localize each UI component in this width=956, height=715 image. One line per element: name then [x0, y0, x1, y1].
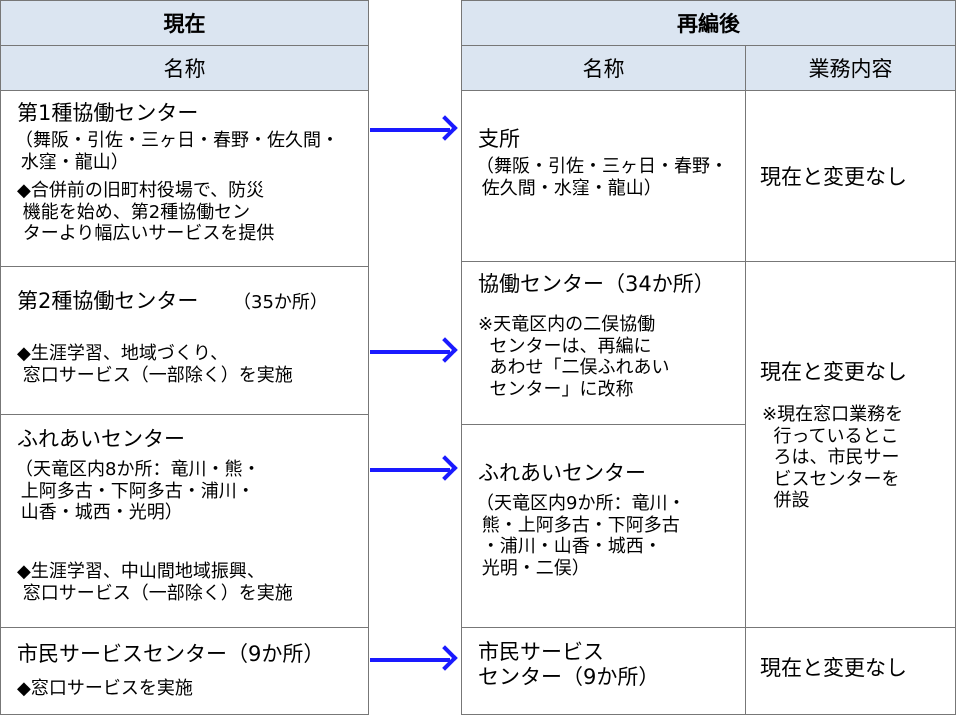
current-name-header: 名称 — [0, 45, 369, 91]
after-row-2: 協働センター（34か所） ※天竜区内の二俣協働 センターは、再編に あわせ「二俣… — [461, 261, 746, 425]
row-title: 協働センター（34か所） — [478, 272, 715, 296]
row-detail: ※天竜区内の二俣協働 センターは、再編に あわせ「二俣ふれあい センター」に改称 — [478, 314, 670, 400]
row-title: 市民サービスセンター（9か所） — [17, 642, 325, 666]
after-row-3: ふれあいセンター （天竜区内9か所：竜川・ 熊・上阿多古・下阿多古 ・浦川・山香… — [461, 424, 746, 628]
row-title: ふれあいセンター — [478, 461, 646, 485]
current-row-3: ふれあいセンター （天竜区内8か所：竜川・熊・ 上阿多古・下阿多古・浦川・ 山香… — [0, 414, 369, 628]
arrow-icon — [370, 128, 450, 132]
row-title: 市民サービス センター（9か所） — [478, 640, 660, 690]
row-detail: （天竜区内9か所：竜川・ 熊・上阿多古・下阿多古 ・浦川・山香・城西・ 光明・二… — [476, 493, 686, 579]
work-text: 現在と変更なし — [760, 165, 907, 189]
row-detail: （天竜区内8か所：竜川・熊・ 上阿多古・下阿多古・浦川・ 山香・城西・光明） — [15, 459, 261, 524]
after-work-header: 業務内容 — [745, 45, 956, 91]
arrow-icon — [370, 468, 450, 472]
row-note: ◆合併前の旧町村役場で、防災 機能を始め、第2種協働セン ターより幅広いサービス… — [17, 180, 275, 245]
after-row-1: 支所 （舞阪・引佐・三ヶ日・春野・ 佐久間・水窪・龍山） — [461, 90, 746, 262]
current-row-2: 第2種協働センター （35か所） ◆生涯学習、地域づくり、 窓口サービス（一部除… — [0, 266, 369, 415]
row-title: 支所 — [478, 127, 520, 151]
work-note: ※現在窓口業務を 行っているとこ ろは、市民サー ビスセンターを 併設 — [762, 404, 904, 512]
work-text: 現在と変更なし — [760, 360, 907, 384]
row-note: ◆生涯学習、地域づくり、 窓口サービス（一部除く）を実施 — [17, 343, 293, 386]
row-detail: （舞阪・引佐・三ヶ日・春野・佐久間・ 水窪・龍山） — [15, 130, 339, 173]
work-cell-3: 現在と変更なし — [745, 627, 956, 715]
current-row-1: 第1種協働センター （舞阪・引佐・三ヶ日・春野・佐久間・ 水窪・龍山） ◆合併前… — [0, 90, 369, 267]
row-title: 第2種協働センター — [17, 289, 199, 313]
current-row-4: 市民サービスセンター（9か所） ◆窓口サービスを実施 — [0, 627, 369, 715]
row-detail: （舞阪・引佐・三ヶ日・春野・ 佐久間・水窪・龍山） — [476, 156, 728, 199]
row-note: ◆窓口サービスを実施 — [17, 678, 193, 699]
row-title: 第1種協働センター — [17, 101, 199, 125]
after-name-header: 名称 — [461, 45, 746, 91]
row-note: ◆生涯学習、中山間地域振興、 窓口サービス（一部除く）を実施 — [17, 561, 293, 604]
work-cell-1: 現在と変更なし — [745, 90, 956, 262]
current-header: 現在 — [0, 0, 369, 46]
after-row-4: 市民サービス センター（9か所） — [461, 627, 746, 715]
after-header: 再編後 — [461, 0, 956, 46]
row-title: ふれあいセンター — [17, 427, 185, 451]
work-text: 現在と変更なし — [760, 656, 907, 680]
arrow-icon — [370, 658, 450, 662]
work-cell-2: 現在と変更なし ※現在窓口業務を 行っているとこ ろは、市民サー ビスセンターを… — [745, 261, 956, 628]
row-detail: （35か所） — [233, 292, 328, 313]
arrow-icon — [370, 350, 450, 354]
